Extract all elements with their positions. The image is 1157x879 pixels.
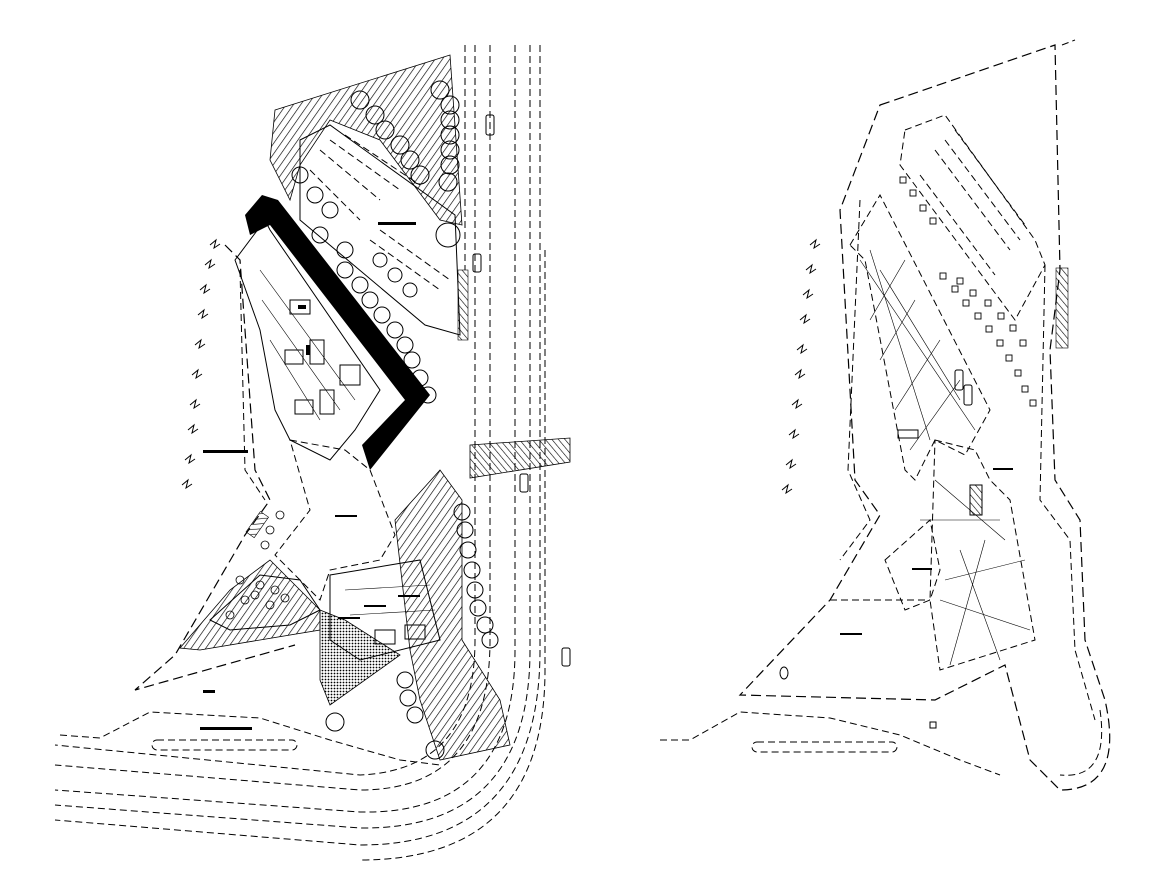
tree-row-east: [325, 503, 499, 760]
detailed-site-plan: [54, 45, 571, 861]
cars: [472, 114, 571, 667]
marker-oval: [779, 666, 789, 680]
label-line-2: [912, 568, 932, 570]
road-crossing-hatch: [469, 437, 571, 479]
garden-shrubs: [225, 510, 290, 620]
benches: [897, 369, 983, 516]
outline-site-plan: [660, 39, 1111, 791]
scale-bar-west: [203, 450, 248, 453]
dotted-garden: [319, 609, 401, 706]
tree-row-parking: [291, 80, 461, 404]
west-shrubs-outline: [781, 238, 821, 495]
south-curb-outline: [660, 711, 1001, 776]
upper-landscape-hatch: [269, 54, 463, 226]
road-hatch-strip: [457, 269, 469, 341]
parking-outline: [899, 114, 1046, 321]
label-line-1: [993, 468, 1013, 470]
east-edge-hatch: [1055, 267, 1069, 349]
outer-boundary: [738, 44, 1111, 791]
stair-hatch: [245, 511, 269, 539]
east-landscape-hatch: [394, 469, 511, 761]
parking-markers: [899, 176, 1037, 407]
south-curb: [59, 690, 441, 766]
plaza-outline: [884, 519, 941, 611]
west-shrubs: [181, 238, 221, 490]
sw-landscape-hatch: [179, 559, 321, 651]
roof-structure: [849, 193, 1036, 671]
building-plan: [234, 219, 381, 461]
label-line-3: [840, 633, 862, 635]
